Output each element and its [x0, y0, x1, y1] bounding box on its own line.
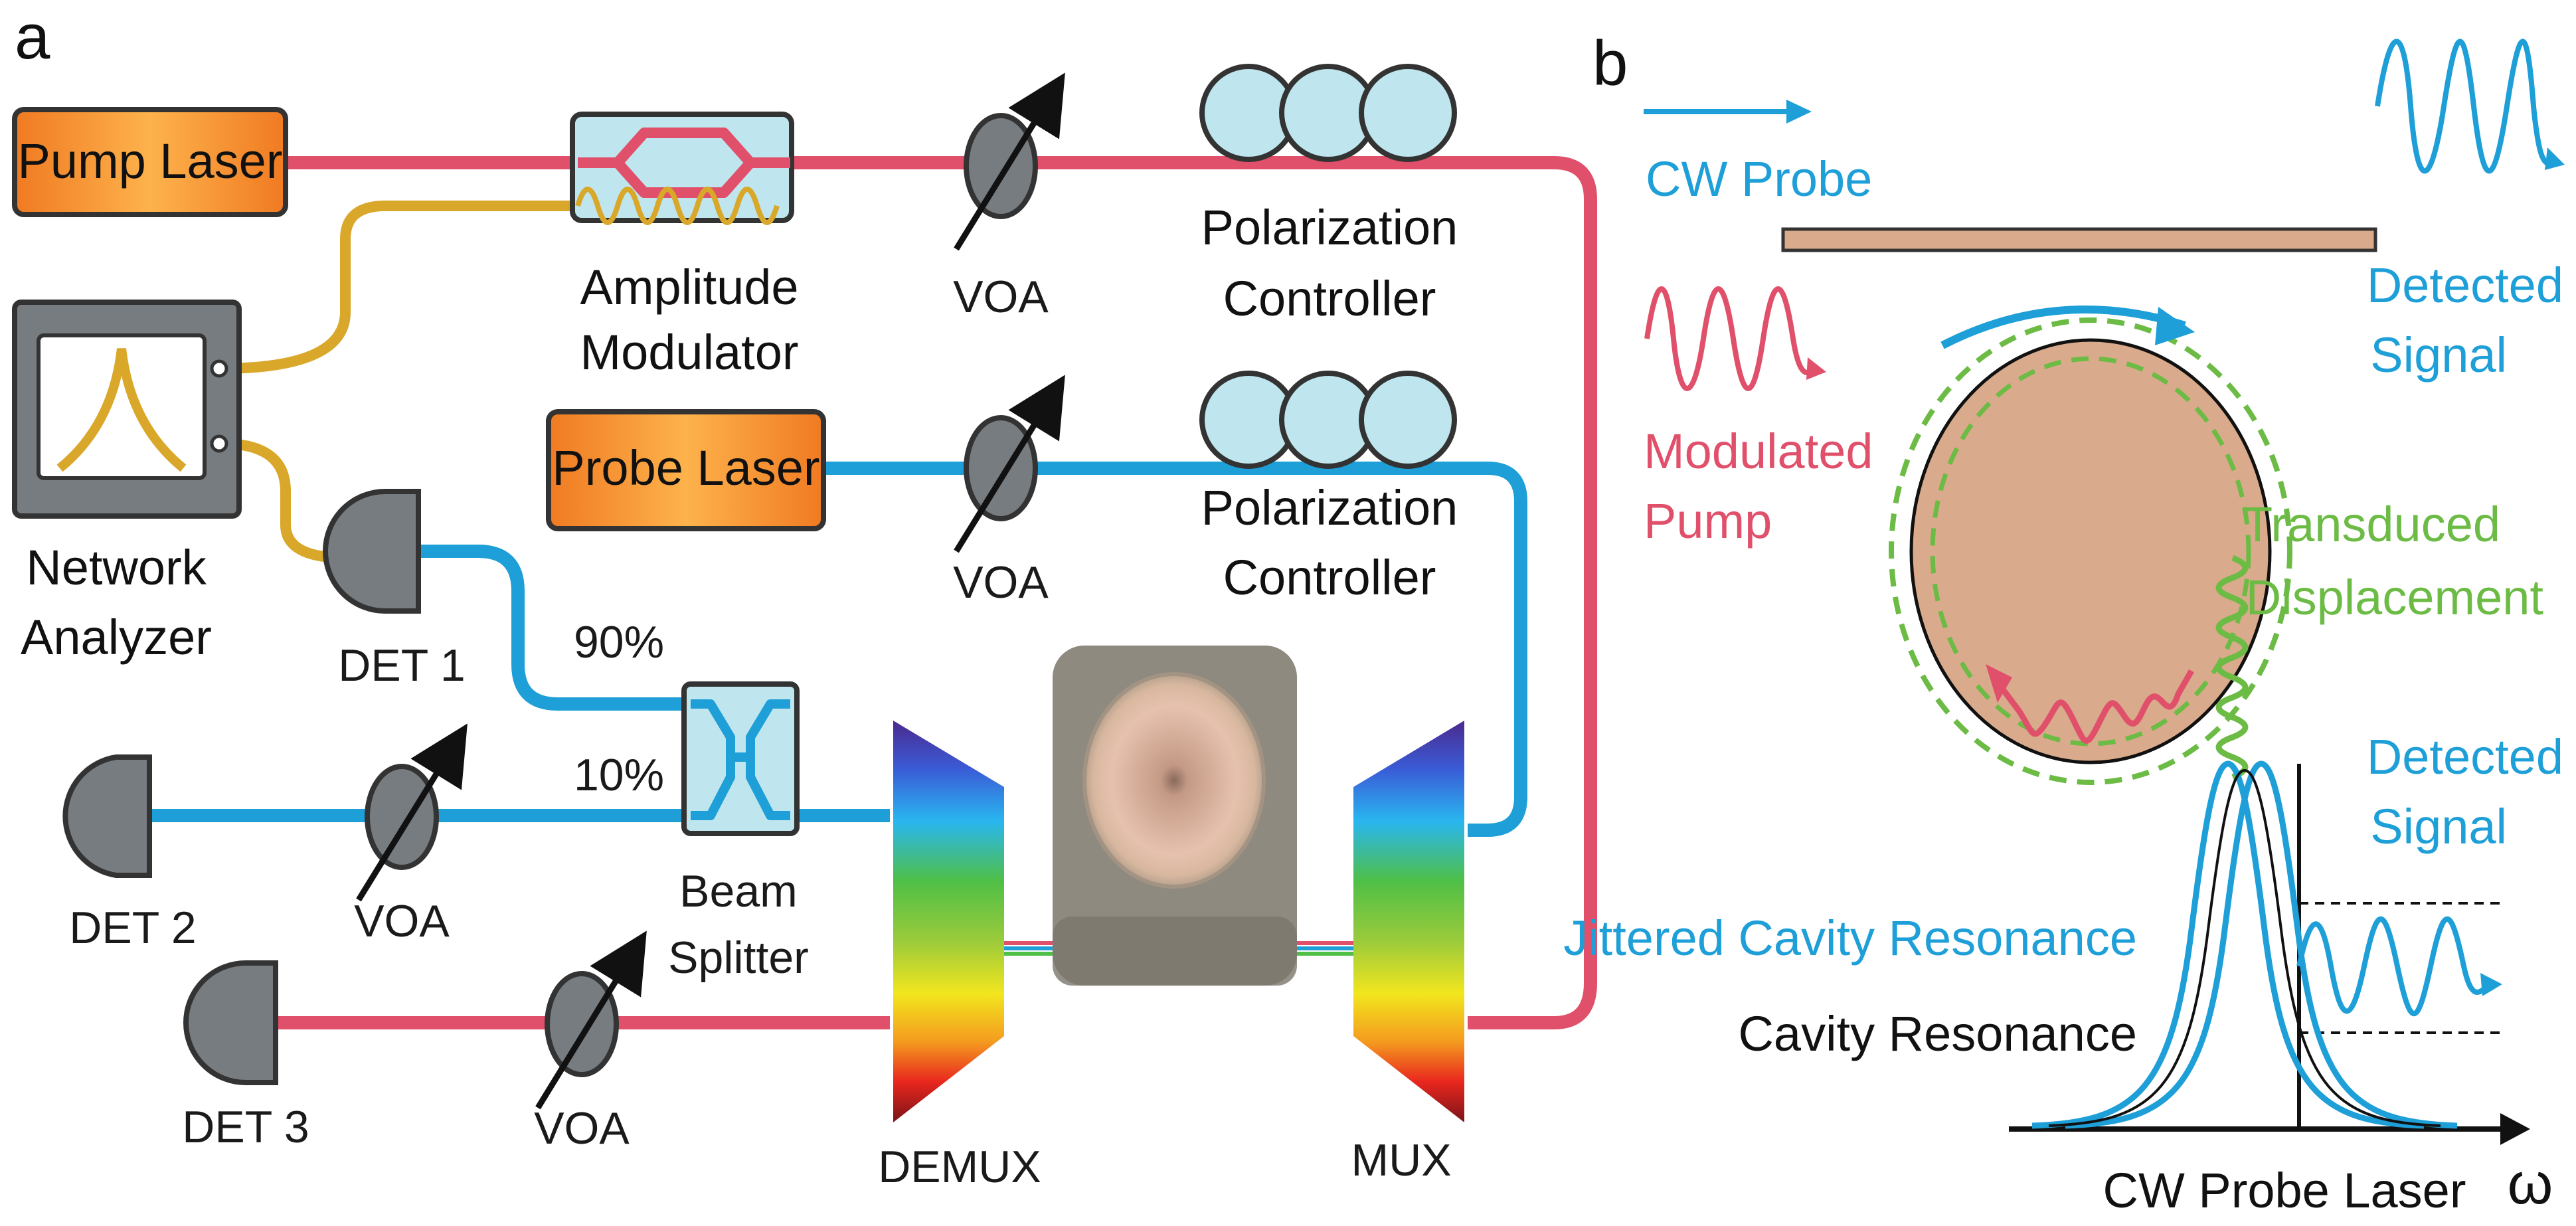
pump-laser: Pump Laser: [12, 107, 288, 217]
jittered-resonance-right: [2065, 760, 2458, 1129]
beam-splitter-label-2: Splitter: [668, 932, 809, 983]
det3-label: DET 3: [182, 1102, 309, 1152]
jittered-resonance-left: [2031, 760, 2425, 1129]
voa-det3-label: VOA: [534, 1103, 630, 1154]
voa-pump: VOA: [953, 72, 1065, 322]
panel-a-label: a: [15, 1, 50, 72]
mux-label: MUX: [1351, 1135, 1451, 1185]
microresonator-image: [1053, 646, 1297, 986]
cavity-resonance-label: Cavity Resonance: [1738, 1006, 2137, 1061]
detected-signal-top-label-1: Detected: [2367, 258, 2563, 313]
voa-det3: VOA: [534, 930, 647, 1154]
transduced-displacement-spring: [2215, 555, 2249, 780]
rf-cable: [218, 201, 578, 563]
amplitude-modulator-label-1: Amplitude: [580, 260, 798, 315]
polarization-controller-bottom: [1199, 371, 1457, 469]
detected-signal-bottom-label-1: Detected: [2367, 729, 2563, 784]
voa-pump-label: VOA: [953, 272, 1049, 322]
amplitude-modulator-label-2: Modulator: [580, 325, 798, 380]
probe-laser: Probe Laser: [546, 409, 826, 531]
jittered-cavity-resonance-label: Jittered Cavity Resonance: [1563, 911, 2137, 966]
polarization-controller-top: [1199, 64, 1457, 162]
voa-probe: VOA: [953, 375, 1065, 608]
probe-laser-label: Probe Laser: [552, 440, 819, 495]
voa-det2: VOA: [354, 723, 468, 946]
pump-laser-label: Pump Laser: [18, 133, 283, 189]
resonance-plot: [2009, 760, 2530, 1145]
transduced-displacement-label-1: Transduced: [2243, 497, 2500, 552]
waveguide: [1781, 227, 2377, 252]
polarization-controller-top-label-2: Controller: [1223, 271, 1436, 326]
voa-det2-label: VOA: [354, 896, 450, 946]
amplitude-modulator: Amplitude Modulator: [570, 112, 799, 380]
cw-probe-arrow: [1644, 100, 1812, 124]
det3: DET 3: [182, 960, 309, 1152]
voa-probe-label: VOA: [953, 557, 1049, 608]
transduced-displacement-label-2: Displacement: [2246, 570, 2544, 625]
panel-b-label: b: [1592, 28, 1628, 99]
cw-probe-label: CW Probe: [1646, 151, 1872, 207]
detected-signal-bottom-label-2: Signal: [2370, 799, 2507, 854]
detected-signal-top-label-2: Signal: [2370, 327, 2507, 383]
cavity-resonance-curve: [2048, 768, 2441, 1127]
cw-probe-laser-label: CW Probe Laser: [2103, 1163, 2466, 1218]
omega-label: ω: [2508, 1150, 2553, 1216]
network-analyzer: Network Analyzer: [12, 300, 242, 665]
beam-splitter-label-1: Beam: [679, 866, 798, 917]
beam-splitter: Beam Splitter: [668, 681, 809, 983]
split-90-label: 90%: [574, 617, 664, 667]
detected-signal-bottom-wave: [2296, 917, 2489, 1016]
cavity-disk: [1889, 306, 2292, 785]
modulated-pump-label-2: Pump: [1644, 493, 1772, 549]
det2-label: DET 2: [69, 903, 196, 953]
demux: DEMUX: [878, 721, 1041, 1192]
network-analyzer-label-2: Analyzer: [21, 610, 212, 665]
split-10-label: 10%: [574, 750, 664, 800]
polarization-controller-bottom-label-1: Polarization: [1201, 480, 1458, 535]
network-analyzer-label-1: Network: [26, 540, 207, 595]
demux-label: DEMUX: [878, 1142, 1041, 1192]
det1: DET 1: [323, 489, 466, 691]
detected-signal-top-wave: [2375, 39, 2565, 174]
modulated-pump-wave: [1644, 286, 1826, 391]
det1-label: DET 1: [338, 640, 465, 691]
modulated-pump-label-1: Modulated: [1644, 424, 1873, 479]
polarization-controller-top-label-1: Polarization: [1201, 200, 1458, 255]
polarization-controller-bottom-label-2: Controller: [1223, 550, 1436, 605]
det2: DET 2: [62, 754, 197, 953]
mux: MUX: [1351, 721, 1464, 1185]
